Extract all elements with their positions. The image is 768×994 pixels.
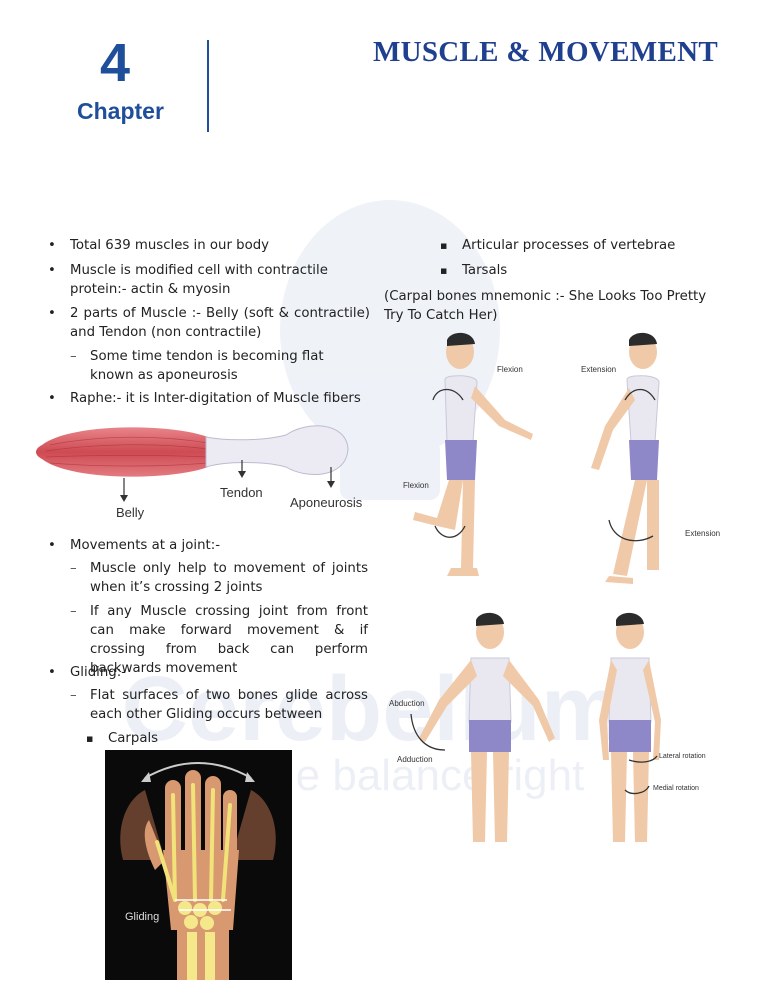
list-item: Total 639 muscles in our body xyxy=(48,236,370,255)
abduction-rotation-figure: Abduction Adduction Lateral rotation Med… xyxy=(389,612,706,842)
header-divider xyxy=(207,40,209,132)
label-flexion-arm: Flexion xyxy=(497,365,523,374)
page-title: MUSCLE & MOVEMENT xyxy=(372,36,718,68)
figure-extension: Extension Extension xyxy=(581,332,720,584)
label-flexion-leg: Flexion xyxy=(403,481,429,490)
sub-sub-list-item: Carpals xyxy=(86,729,308,748)
label-aponeurosis: Aponeurosis xyxy=(290,495,363,510)
list-item: Raphe:- it is Inter-digitation of Muscle… xyxy=(48,389,370,408)
figure-flexion: Flexion Flexion xyxy=(403,332,533,576)
list-item: Gliding:- xyxy=(48,663,370,682)
list-item: Muscle is modified cell with contractile… xyxy=(48,261,370,299)
label-lateral-rotation: Lateral rotation xyxy=(659,753,706,760)
label-extension-leg: Extension xyxy=(685,529,720,538)
sub-list-item: Flat surfaces of two bones glide across … xyxy=(70,686,368,724)
chapter-number: 4 xyxy=(100,33,131,93)
label-abduction: Abduction xyxy=(389,699,425,708)
label-gliding: Gliding xyxy=(125,911,159,923)
sub-list-item: Some time tendon is becoming flat known … xyxy=(70,347,370,385)
list-item: Articular processes of vertebrae xyxy=(440,236,742,255)
figure-rotation: Lateral rotation Medial rotation xyxy=(599,612,706,842)
list-item: Tarsals xyxy=(440,261,742,280)
sub-list-item: Muscle only help to movement of joints w… xyxy=(70,559,368,597)
figure-abduction: Abduction Adduction xyxy=(389,612,555,842)
mnemonic-text: (Carpal bones mnemonic :- She Looks Too … xyxy=(384,289,707,323)
label-tendon: Tendon xyxy=(220,485,263,500)
chapter-label: Chapter xyxy=(77,98,164,124)
muscle-diagram: Belly Tendon Aponeurosis xyxy=(36,425,363,520)
list-item: Movements at a joint:- xyxy=(48,536,370,555)
hand-gliding-figure: Gliding xyxy=(105,750,292,980)
label-belly: Belly xyxy=(116,505,145,520)
list-item: 2 parts of Muscle :- Belly (soft & contr… xyxy=(48,304,370,342)
label-extension-arm: Extension xyxy=(581,365,616,374)
label-adduction: Adduction xyxy=(397,755,433,764)
flexion-extension-figure: Flexion Flexion Extension Extension xyxy=(403,332,720,584)
tendon-aponeurosis-shape xyxy=(205,425,349,475)
muscle-belly-shape xyxy=(36,427,208,477)
label-medial-rotation: Medial rotation xyxy=(653,785,699,792)
